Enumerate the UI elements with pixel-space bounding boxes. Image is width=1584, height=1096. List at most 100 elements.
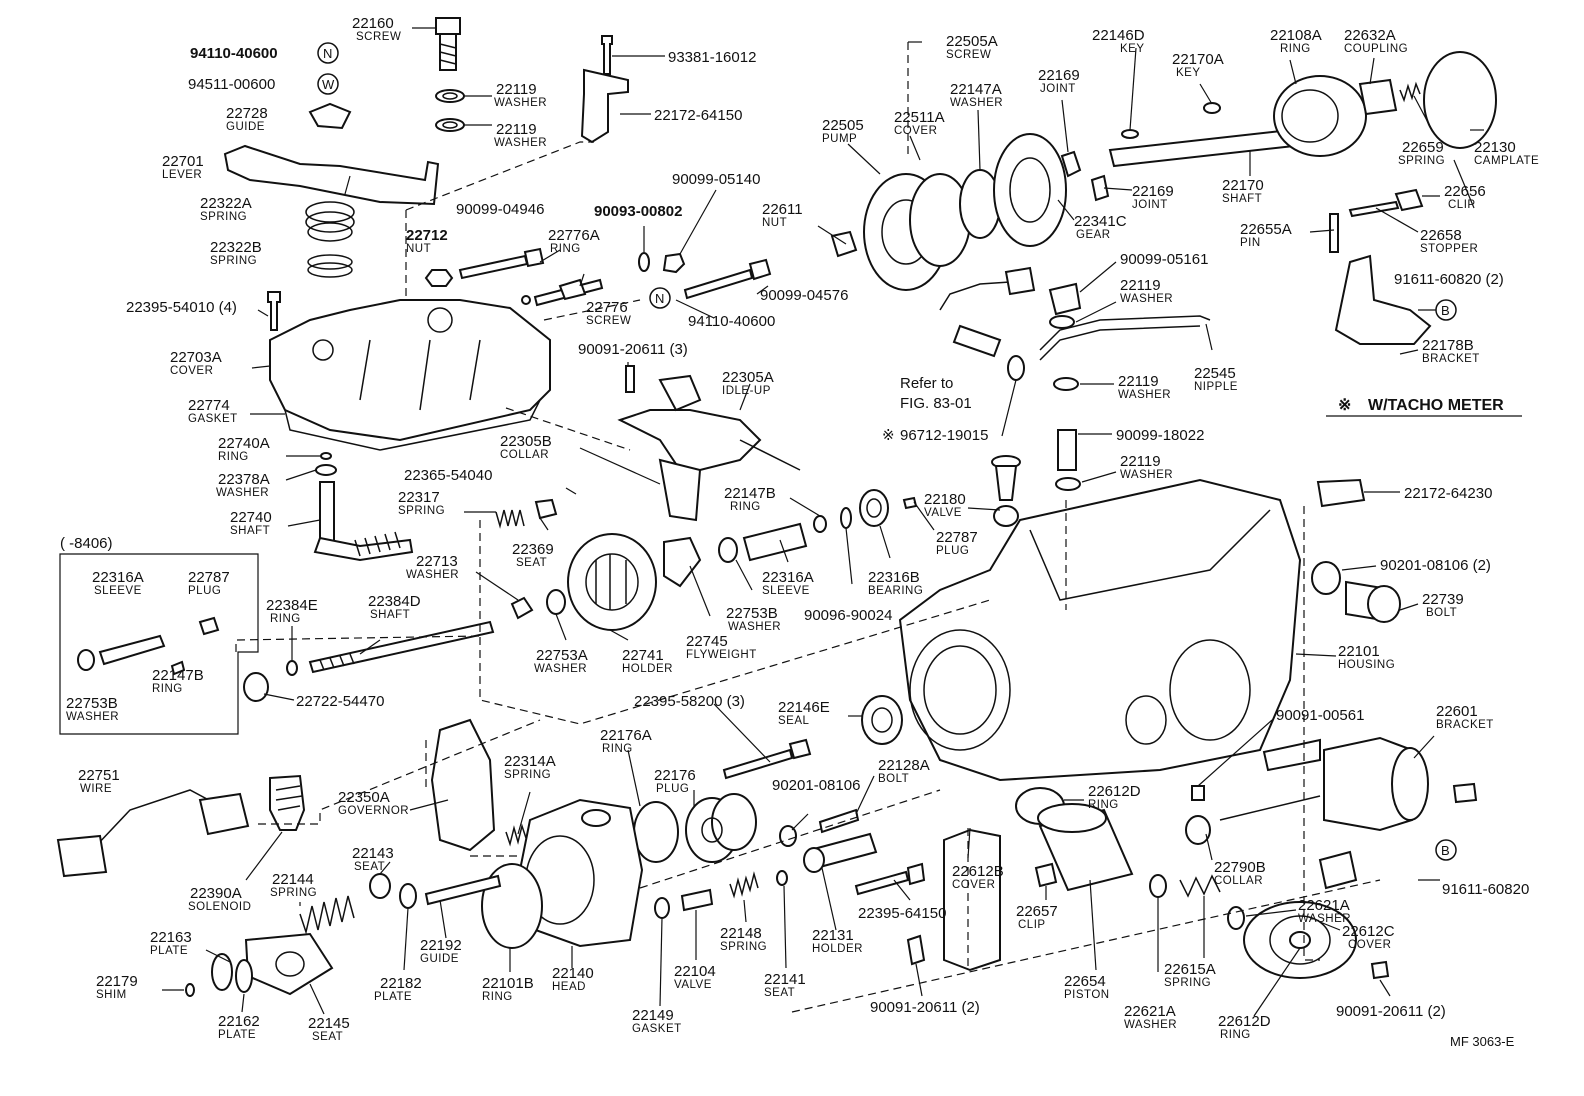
- part-ring-22101b: [481, 863, 543, 949]
- callout-c22-number: 22774: [188, 397, 230, 414]
- callout-c118-name: GASKET: [632, 1023, 682, 1035]
- callout-c61-number: 22632A: [1344, 27, 1396, 44]
- callout-c119-name: VALVE: [674, 979, 712, 991]
- part-plate-22162: [235, 959, 253, 993]
- part-22722-54470: [243, 672, 269, 702]
- part-ring-22108a: [1273, 75, 1367, 157]
- callout-c28-name: COLLAR: [500, 449, 549, 461]
- marker-n-a: [317, 42, 339, 64]
- callout-c93-number: 22612D: [1218, 1013, 1271, 1030]
- part-seat-22145: [244, 932, 334, 996]
- part-gear-22341c: [993, 133, 1067, 247]
- callout-c60-number: 22108A: [1270, 27, 1322, 44]
- callout-c16-number: 90093-00802: [594, 203, 682, 220]
- part-flyweight-22745: [663, 536, 702, 588]
- callout-c31-name: SEAT: [516, 557, 547, 569]
- part-shim-22179: [185, 983, 195, 997]
- note-text: W/TACHO METER: [1368, 397, 1504, 414]
- callout-c11-name: SPRING: [210, 255, 257, 267]
- callout-c31-number: 22369: [512, 541, 554, 558]
- callout-c19-name: SCREW: [586, 315, 631, 327]
- callout-c14-number: 22712: [406, 227, 448, 244]
- callout-c54-name: NUT: [762, 217, 787, 229]
- part-bracket-22172-64230: [1316, 478, 1366, 508]
- callout-c66-name: PIN: [1240, 237, 1261, 249]
- callout-c76-number: 22119: [1120, 453, 1161, 470]
- callout-c40-name: RING: [270, 613, 301, 625]
- part-ring-22384e: [286, 660, 298, 676]
- callout-c78-number: 90201-08106 (2): [1380, 557, 1491, 574]
- part-spring-22148: [729, 871, 759, 899]
- callout-c69-number: 22178B: [1422, 337, 1474, 354]
- callout-c38-name: WASHER: [406, 569, 459, 581]
- part-valve-22180: [991, 455, 1021, 527]
- part-cover-22703a: [269, 299, 551, 451]
- callout-c66-number: 22655A: [1240, 221, 1292, 238]
- callout-c86-name: COVER: [952, 879, 995, 891]
- callout-c64-name: SHAFT: [1222, 193, 1262, 205]
- callout-c101-number: 22395-64150: [858, 905, 946, 922]
- callout-c65-name: CLIP: [1448, 199, 1476, 211]
- callout-c106-number: 22751: [78, 767, 120, 784]
- callout-c80-number: 22101: [1338, 643, 1380, 660]
- part-ring-22147b: [813, 515, 827, 533]
- refer-to-line1: Refer to: [900, 375, 953, 392]
- callout-c99-number: 90201-08106: [772, 777, 860, 794]
- callout-c32-number: 22147B: [724, 485, 776, 502]
- callout-c24-name: WASHER: [216, 487, 269, 499]
- callout-c58-name: KEY: [1120, 43, 1145, 55]
- callout-c87-number: 22657: [1016, 903, 1058, 920]
- part-sleeve-22316a: [742, 522, 808, 562]
- callout-c3-number: 94511-00600: [188, 76, 275, 93]
- callout-c61-name: COUPLING: [1344, 43, 1408, 55]
- callout-c44-number: 22147B: [152, 667, 204, 684]
- callout-c4-number: 22119: [496, 81, 537, 98]
- part-washer-22621a-a: [1149, 874, 1167, 898]
- callout-c30-number: 22317: [398, 489, 440, 506]
- callout-c87-name: CLIP: [1018, 919, 1046, 931]
- callout-c17-number: 90099-05140: [672, 171, 760, 188]
- part-guide: [308, 102, 352, 130]
- callout-c62-name: SPRING: [1398, 155, 1445, 167]
- part-spring-22317: [495, 509, 525, 529]
- callout-c111-name: SHIM: [96, 989, 127, 1001]
- callout-c85-name: RING: [1088, 799, 1119, 811]
- callout-c71-name: WASHER: [1120, 293, 1173, 305]
- callout-c69-name: BRACKET: [1422, 353, 1480, 365]
- part-clip-22657: [1034, 862, 1058, 888]
- callout-c116-number: 22101B: [482, 975, 534, 992]
- part-spring-22314a: [505, 823, 527, 847]
- callout-c43-name: PLUG: [188, 585, 221, 597]
- callout-c72-name: NIPPLE: [1194, 381, 1238, 393]
- part-drawings: [56, 17, 1497, 997]
- part-nipple-22545: [1039, 282, 1211, 491]
- callout-c119-number: 22104: [674, 963, 716, 980]
- part-washer-22753b: [718, 537, 738, 563]
- callout-c15-number: 22776A: [548, 227, 600, 244]
- callout-c114-name: PLATE: [374, 991, 412, 1003]
- part-spring-22144: [299, 895, 355, 935]
- callout-c83-number: 22790B: [1214, 859, 1266, 876]
- part-idle-up-22305a: [617, 365, 801, 522]
- part-shaft-22384d: [308, 620, 495, 674]
- part-key-22146d: [1121, 129, 1139, 139]
- part-screw-22160: [435, 17, 461, 71]
- part-bolt-22395-64150: [854, 870, 910, 896]
- part-joint-22169-b: [1090, 174, 1110, 202]
- callout-c100-name: HOLDER: [812, 943, 863, 955]
- marker-n-a-letter: N: [323, 46, 332, 61]
- figure-code: MF 3063-E: [1450, 1034, 1515, 1049]
- callout-c26-number: 90091-20611 (3): [578, 341, 688, 358]
- callout-c7-number: 93381-16012: [668, 49, 756, 66]
- callout-c33-number: 22316A: [762, 569, 814, 586]
- callout-c55-number: 22169: [1038, 67, 1080, 84]
- callout-c118-number: 22149: [632, 1007, 674, 1024]
- callout-c10-name: SPRING: [200, 211, 247, 223]
- callout-c110-name: PLATE: [150, 945, 188, 957]
- part-washer-b: [435, 118, 465, 132]
- callout-c50-name: SCREW: [946, 49, 991, 61]
- callout-c62-number: 22659: [1402, 139, 1444, 156]
- callout-c89-number: 22621A: [1124, 1003, 1176, 1020]
- callout-c97-number: 22395-58200 (3): [634, 693, 745, 710]
- callout-c93-name: RING: [1220, 1029, 1251, 1041]
